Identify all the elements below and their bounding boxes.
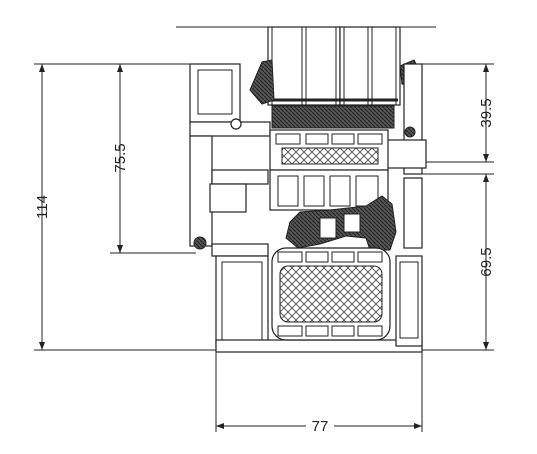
frame-profile	[189, 63, 427, 353]
dimension-69-5-label: 69.5	[478, 247, 495, 276]
frame-insulation	[271, 247, 391, 341]
sash-profile	[269, 129, 389, 211]
upper-right-seal	[404, 126, 416, 138]
setting-block	[271, 105, 395, 129]
dimension-39-5-label: 39.5	[478, 98, 495, 127]
dimension-75-5: 75.5	[110, 63, 196, 254]
dimension-69-5: 69.5	[422, 173, 495, 351]
dimension-39-5: 39.5	[422, 63, 495, 163]
glazing-seal-left	[249, 59, 275, 105]
inner-seal	[230, 118, 242, 130]
central-gasket	[285, 195, 397, 251]
dimension-77: 77	[215, 346, 423, 435]
dimension-114-label: 114	[34, 195, 51, 219]
lower-seal	[193, 236, 207, 250]
dimension-114: 114	[34, 63, 216, 351]
dimension-77-label: 77	[312, 418, 329, 435]
dimension-75-5-label: 75.5	[112, 143, 129, 172]
glazing	[267, 26, 401, 106]
